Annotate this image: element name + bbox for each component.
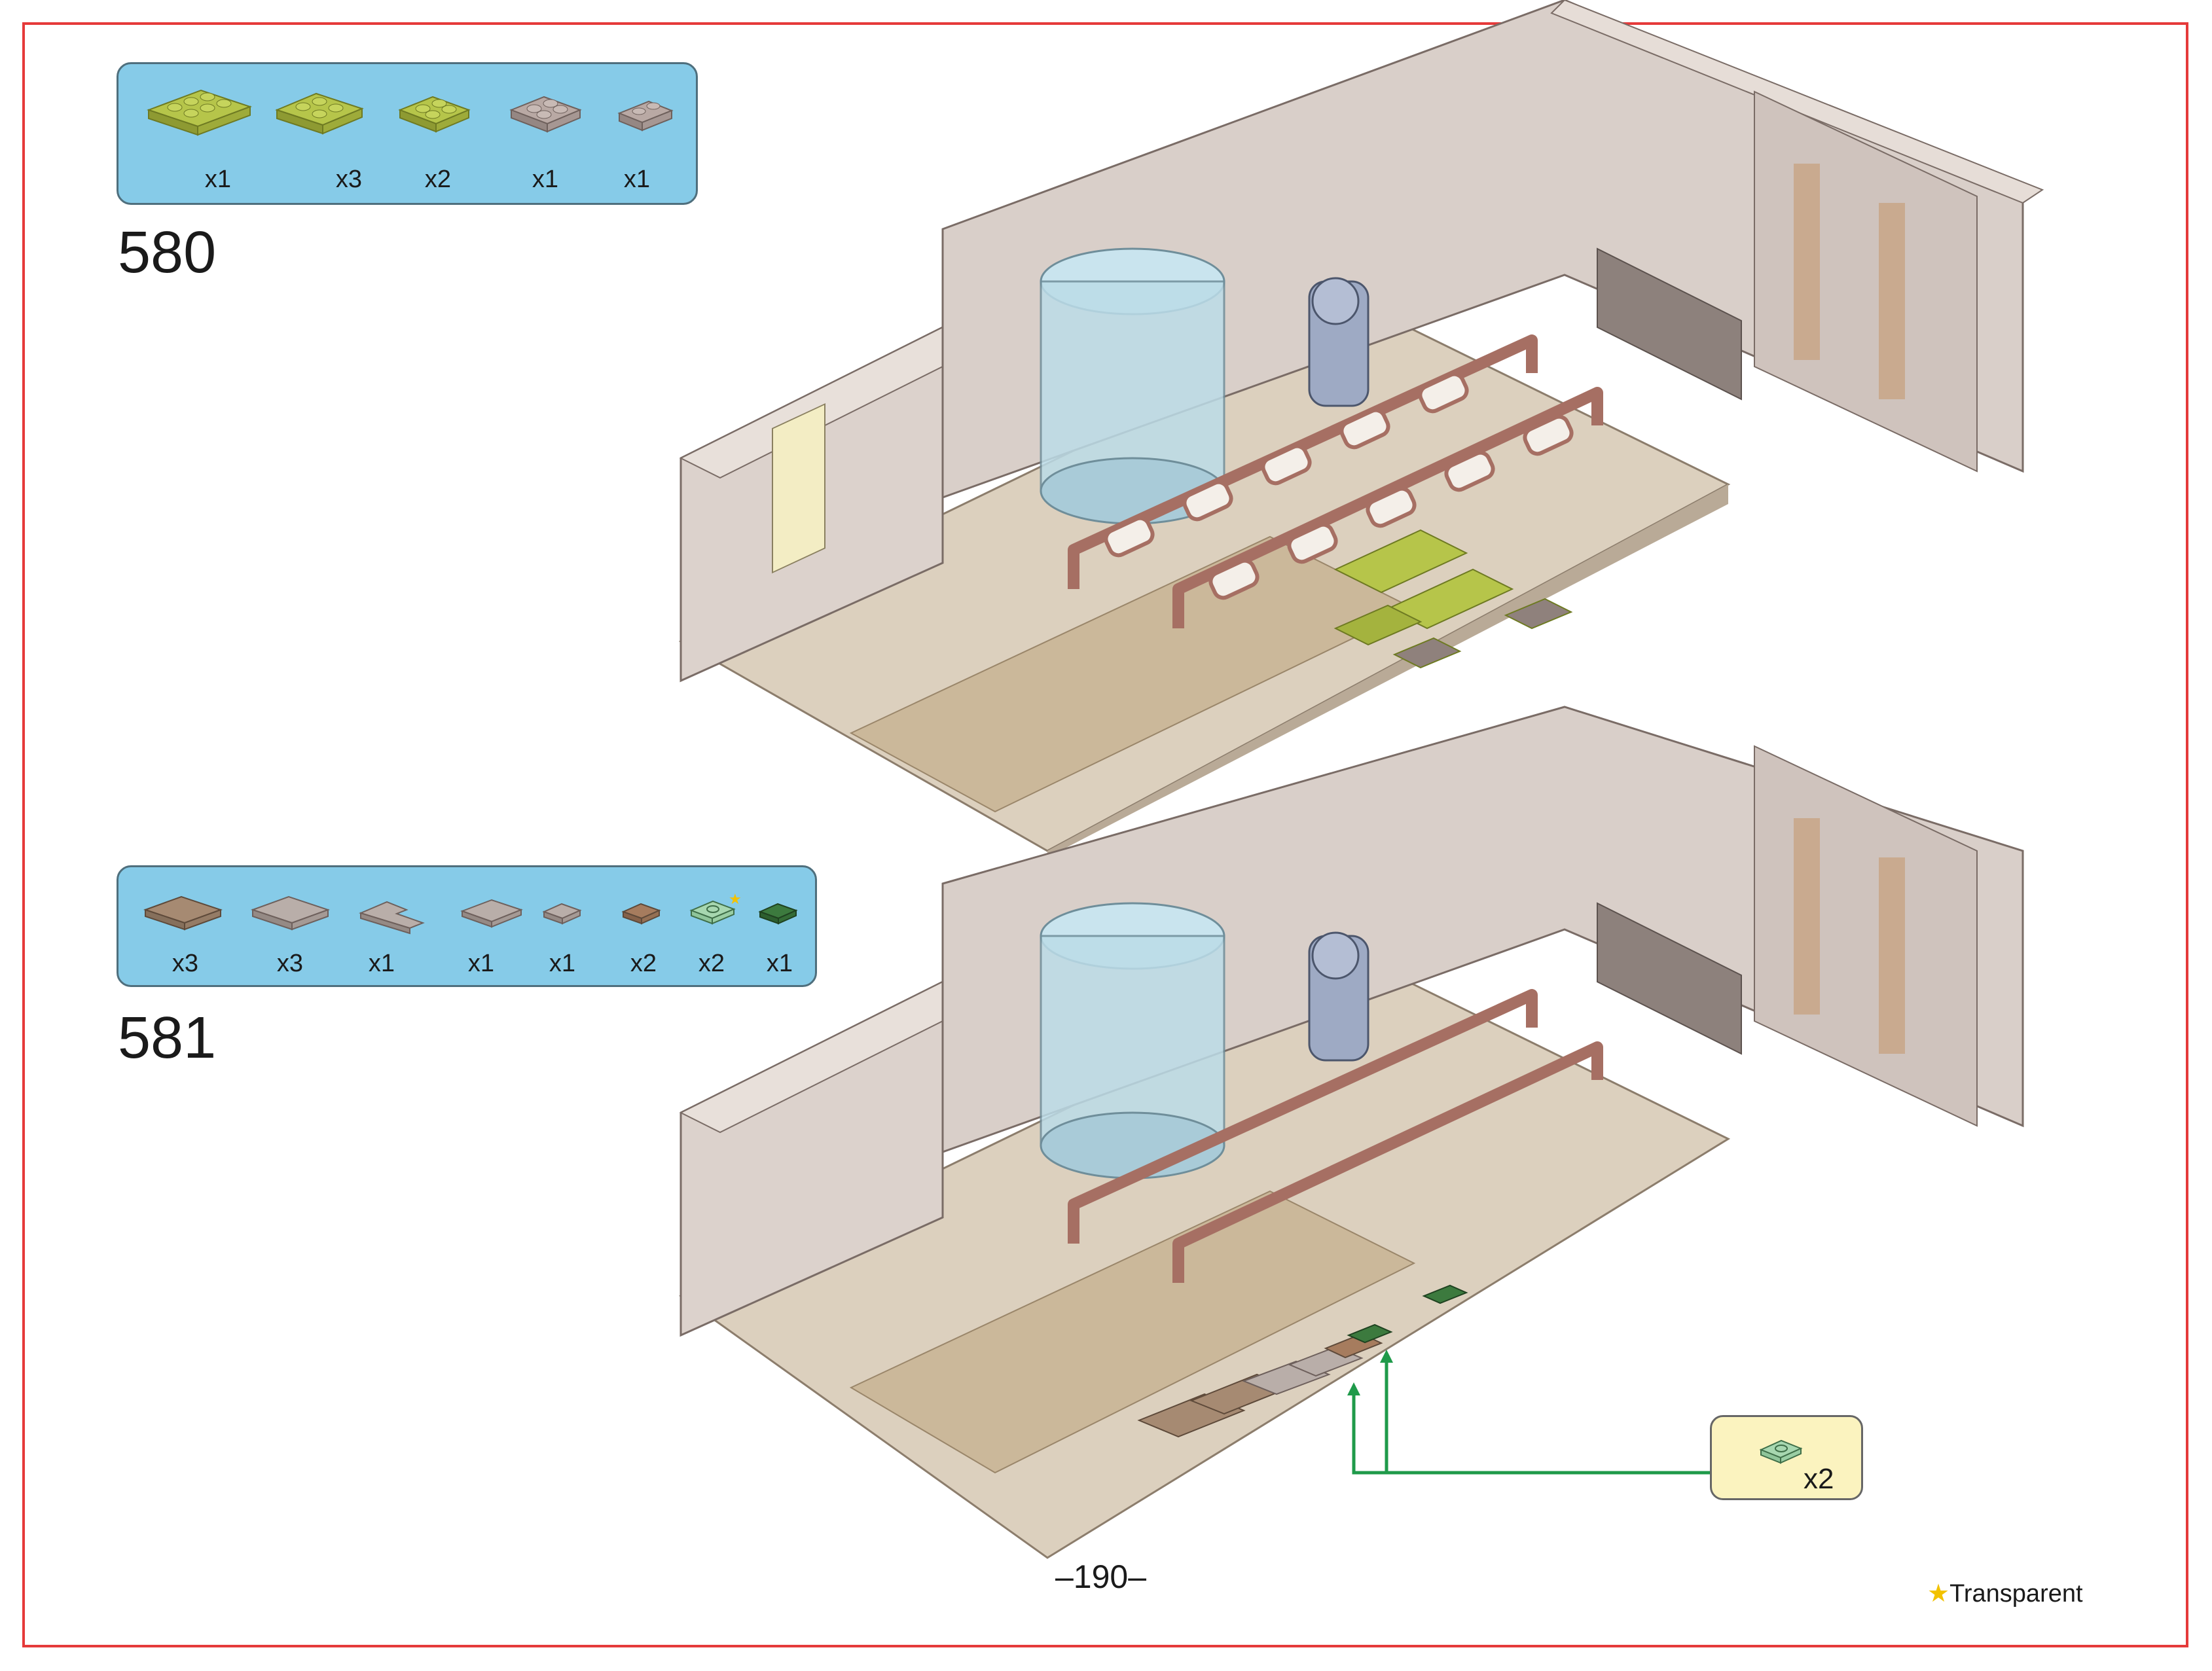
step-number: 580 xyxy=(118,220,217,285)
page-border xyxy=(22,22,2188,1647)
part-qty: x1 xyxy=(532,166,559,193)
green-tile-1x1-icon xyxy=(758,903,798,925)
model-illustration-step-580 xyxy=(678,0,2044,857)
part-qty: x1 xyxy=(204,166,232,193)
step-number: 581 xyxy=(118,1005,217,1071)
transparent-star-icon: ★ xyxy=(729,891,742,908)
part-qty: x1 xyxy=(549,950,576,977)
callout-qty: x2 xyxy=(1804,1463,1834,1495)
trans-green-plate-icon: ★ xyxy=(689,891,742,925)
part-qty: x3 xyxy=(172,950,199,977)
part-qty: x1 xyxy=(467,950,495,977)
part-qty: x2 xyxy=(698,950,725,977)
model-illustration-step-581 xyxy=(679,706,2024,1559)
brown-tile-1x1-icon xyxy=(621,903,661,925)
gray-plate-1x2-icon xyxy=(617,100,674,132)
transparent-star-icon: ★ xyxy=(1927,1580,1950,1608)
gray-tile-3x3-icon xyxy=(250,895,331,931)
olive-plate-2x2-icon xyxy=(398,96,471,133)
page-number: –190– xyxy=(1055,1558,1147,1595)
part-qty: x1 xyxy=(368,950,395,977)
part-qty: x2 xyxy=(630,950,657,977)
gray-tile-2x2-icon xyxy=(460,899,523,928)
trans-green-plate-icon xyxy=(1759,1439,1803,1464)
part-qty: x2 xyxy=(424,166,452,193)
part-qty: x1 xyxy=(766,950,793,977)
parts-list-step-580: x1 x3 x2 x1 x1 xyxy=(117,62,698,205)
transparent-legend: ★Transparent xyxy=(1927,1579,2083,1608)
brown-tile-4x4-icon xyxy=(143,895,223,931)
sub-assembly-callout: x2 xyxy=(1710,1415,1863,1500)
parts-list-step-581: x3 x3 x1 x1 x1 x2 ★ x2 x1 xyxy=(117,865,817,987)
part-qty: x3 xyxy=(335,166,363,193)
gray-tile-1x1-icon xyxy=(542,903,582,925)
gray-plate-2x2-icon xyxy=(509,96,582,133)
part-qty: x1 xyxy=(623,166,651,193)
olive-plate-2x3-icon xyxy=(275,92,364,135)
part-qty: x3 xyxy=(276,950,304,977)
olive-plate-2x4-icon xyxy=(147,89,252,136)
legend-label: Transparent xyxy=(1949,1580,2083,1608)
gray-corner-tile-icon xyxy=(359,901,425,935)
